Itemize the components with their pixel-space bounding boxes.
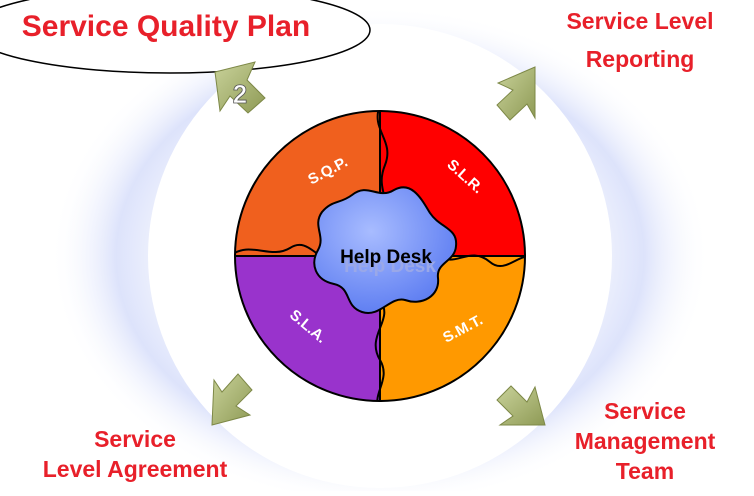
label-service-management-team: Service Management Team xyxy=(560,396,730,486)
help-desk-piece xyxy=(313,186,458,315)
label-line: Management xyxy=(574,428,716,454)
arrow-top-right xyxy=(496,66,536,121)
help-desk-label: Help Desk xyxy=(340,247,432,268)
label-service-level-agreement: Service Level Agreement xyxy=(15,424,255,484)
label-line: Reporting xyxy=(585,46,695,72)
step-arrow: 2 xyxy=(214,61,266,114)
step-number: 2 xyxy=(233,79,247,109)
label-line: Service xyxy=(94,426,176,452)
title: Service Quality Plan xyxy=(21,10,311,43)
help-desk-label-shadow: Help Desk xyxy=(344,256,436,277)
arrow-bottom-left xyxy=(211,373,253,426)
label-service-level-reporting: Service Level Reporting xyxy=(530,6,750,74)
label-line: Service xyxy=(604,398,686,424)
label-line: Team xyxy=(615,458,675,484)
arrow-bottom-right xyxy=(496,385,546,426)
label-line: Service Level xyxy=(566,8,714,34)
title-ellipse xyxy=(0,0,371,74)
label-line: Level Agreement xyxy=(42,456,228,482)
